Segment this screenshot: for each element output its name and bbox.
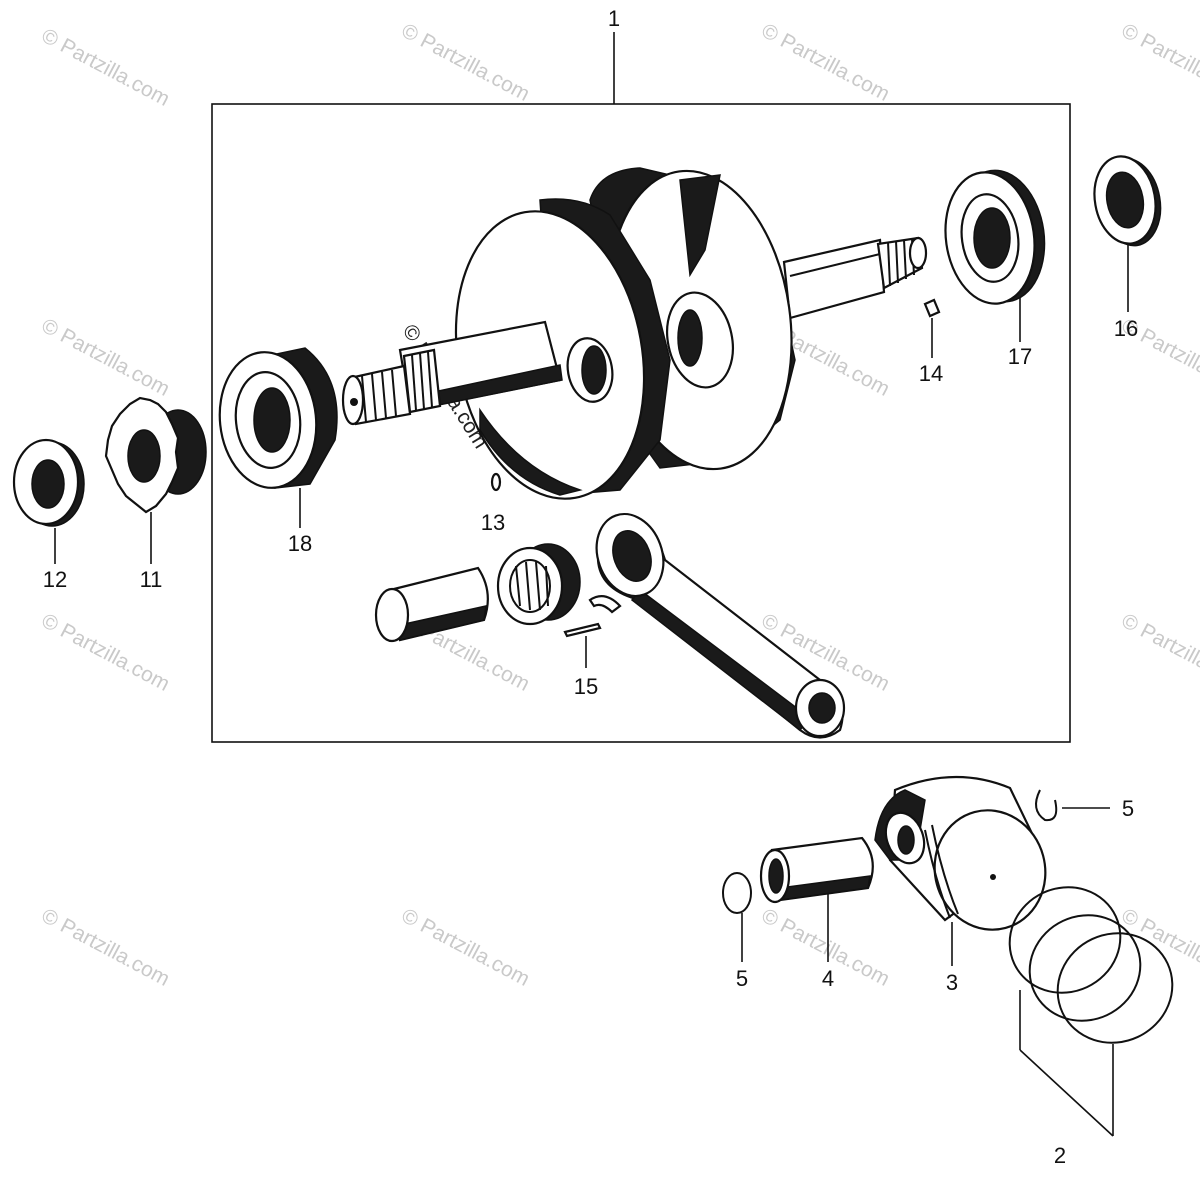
- crankshaft-assembly-box: [211, 103, 1071, 743]
- needle-bearing: [496, 543, 581, 626]
- connecting-rod: [588, 512, 846, 739]
- watermark: © Partzilla.com: [38, 609, 174, 696]
- watermark: © Partzilla.com: [398, 19, 534, 106]
- clip-5-right: [1035, 789, 1058, 822]
- callout-5-right: 5: [1122, 796, 1134, 821]
- watermark: © Partzilla.com: [1118, 904, 1200, 991]
- crankshaft: [341, 167, 928, 500]
- clip-5-left: [722, 872, 752, 914]
- callout-labels: 1 12 11 18 13 14 17 16 15 5 5 4 3 2: [43, 6, 1138, 1168]
- piston-pin-4: [759, 836, 874, 904]
- callout-5-left: 5: [736, 966, 748, 991]
- callout-14: 14: [919, 361, 943, 386]
- callout-11: 11: [140, 567, 163, 592]
- sprocket-11: [104, 396, 207, 514]
- callout-3: 3: [946, 970, 958, 995]
- watermark: © Partzilla.com: [38, 24, 174, 111]
- callout-12: 12: [43, 567, 67, 592]
- bearing-17: [944, 169, 1046, 305]
- callout-15: 15: [574, 674, 598, 699]
- watermark: © Partzilla.com: [758, 19, 894, 106]
- watermark: © Partzilla.com: [38, 904, 174, 991]
- crank-pin: [374, 566, 489, 643]
- callout-2: 2: [1054, 1143, 1066, 1168]
- pin-13: [490, 472, 502, 492]
- leader-lines: [54, 32, 1129, 1137]
- piston-3: [874, 775, 1047, 931]
- callout-17: 17: [1008, 344, 1032, 369]
- callout-13: 13: [481, 510, 505, 535]
- pin-15: [563, 622, 602, 638]
- watermark: © Partzilla.com: [38, 314, 174, 401]
- callout-4: 4: [822, 966, 834, 991]
- nut-12: [12, 438, 85, 527]
- callout-18: 18: [288, 531, 312, 556]
- callout-16: 16: [1114, 316, 1138, 341]
- piston-rings-2: [1008, 886, 1174, 1044]
- watermark: © Partzilla.com: [398, 904, 534, 991]
- callout-1: 1: [608, 6, 620, 31]
- bearing-18: [218, 347, 338, 489]
- oil-seal-16: [1093, 155, 1162, 247]
- watermark: © Partzilla.com: [1118, 19, 1200, 106]
- woodruff-key-14: [923, 298, 941, 318]
- watermark: © Partzilla.com: [1118, 609, 1200, 696]
